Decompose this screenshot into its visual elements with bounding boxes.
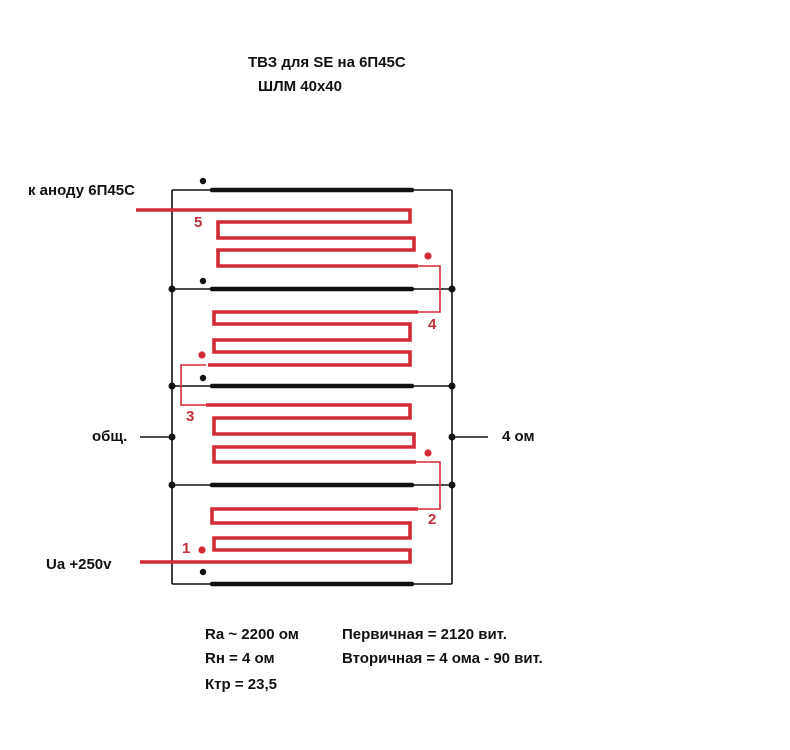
jumper-4	[418, 265, 441, 313]
jumper-3	[180, 364, 206, 406]
coil-jumpers	[180, 265, 441, 510]
secondary-winding-sections	[209, 187, 415, 587]
anode-label: к аноду 6П45С	[28, 182, 135, 199]
title-line-2: ШЛМ 40х40	[258, 78, 342, 95]
common-label: общ.	[92, 428, 128, 445]
junction-dots	[168, 177, 456, 576]
primary-phase-dots	[198, 252, 432, 554]
winding-number-4: 4	[428, 316, 437, 333]
title-line-1: ТВЗ для SE на 6П45С	[248, 54, 406, 71]
jumper-2	[416, 461, 441, 510]
supply-label: Ua +250v	[46, 556, 112, 573]
spec-ra: Ra ~ 2200 ом	[205, 626, 299, 643]
output-label: 4 ом	[502, 428, 535, 445]
winding-number-2: 2	[428, 511, 437, 528]
spec-primary: Первичная = 2120 вит.	[342, 626, 507, 643]
primary-coil-1	[214, 208, 418, 268]
primary-coil-3	[206, 403, 416, 464]
winding-number-5: 5	[194, 214, 203, 231]
spec-ktr: Ктр = 23,5	[205, 676, 277, 693]
spec-rn: Rн = 4 ом	[205, 650, 275, 667]
primary-coil-4	[140, 507, 418, 564]
primary-coil-2	[208, 310, 418, 367]
winding-number-3: 3	[186, 408, 195, 425]
winding-number-1: 1	[182, 540, 191, 557]
primary-winding-coils	[136, 208, 418, 564]
spec-secondary: Вторичная = 4 ома - 90 вит.	[342, 650, 543, 667]
